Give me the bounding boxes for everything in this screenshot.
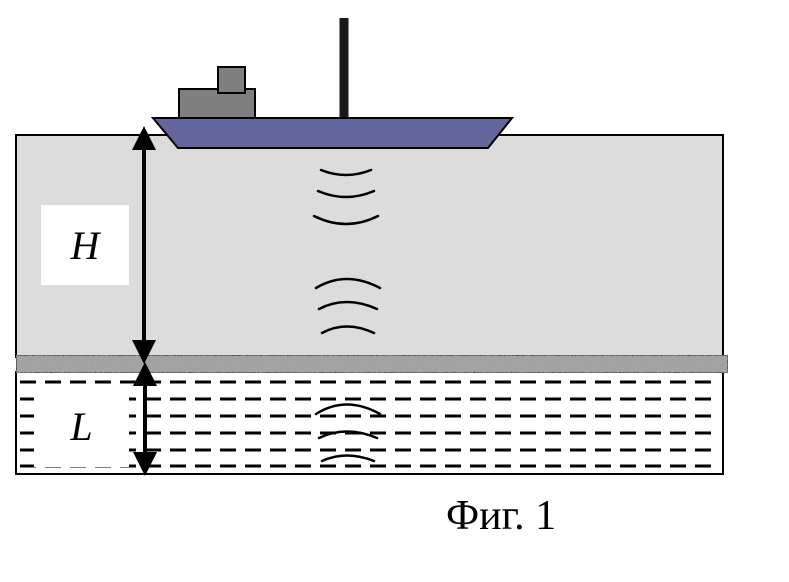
wave-arc [320,454,376,463]
wave-arc [320,325,376,335]
ship-bridge [217,66,246,94]
figure-caption: Фиг. 1 [446,493,557,539]
wave-arc [316,189,376,199]
wave-arc [314,403,382,416]
sediment-dash-lines [20,380,720,468]
sound-waves [312,168,382,463]
sound-wave-group-lower [314,403,382,463]
wave-arc [317,300,379,311]
sound-wave-group-upper [312,168,380,226]
wave-arc [319,168,373,177]
survey-ship [150,18,515,149]
sound-wave-group-middle [314,277,382,335]
wave-arc [312,214,380,226]
depth-h-label: H [41,205,129,285]
wave-arc [314,277,382,290]
seabed-band [15,354,729,374]
ship-hull [150,117,515,149]
wave-arc [317,430,379,440]
thickness-l-label: L [34,385,129,467]
